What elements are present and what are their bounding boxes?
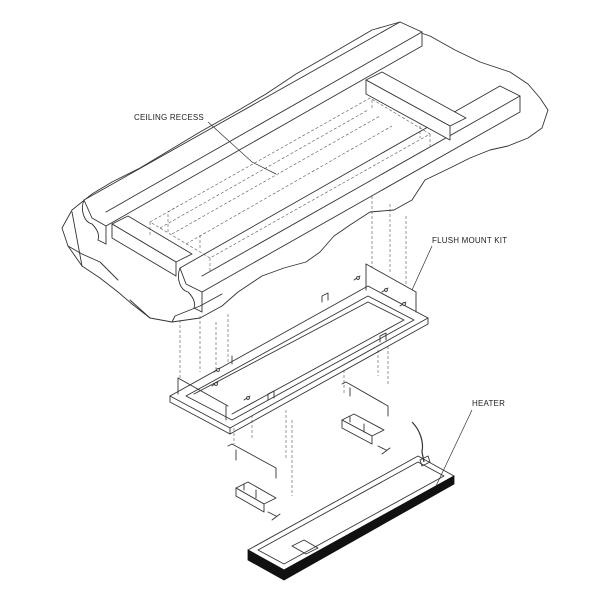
ceiling-blocking <box>111 71 467 277</box>
ceiling-joists <box>81 21 521 313</box>
mounting-brackets <box>227 381 391 521</box>
flush-mount-kit-leader <box>411 245 433 291</box>
label-ceiling-recess: CEILING RECESS <box>134 113 204 122</box>
heater-leader <box>435 409 473 487</box>
label-heater: HEATER <box>472 399 506 408</box>
flush-mount-frame <box>169 263 429 435</box>
label-flush-mount-kit: FLUSH MOUNT KIT <box>432 236 508 245</box>
ceiling-slab <box>61 21 549 323</box>
ceiling-recess-leader <box>207 121 277 175</box>
ceiling-recess-outline <box>149 97 431 272</box>
heater-unit <box>247 421 455 581</box>
